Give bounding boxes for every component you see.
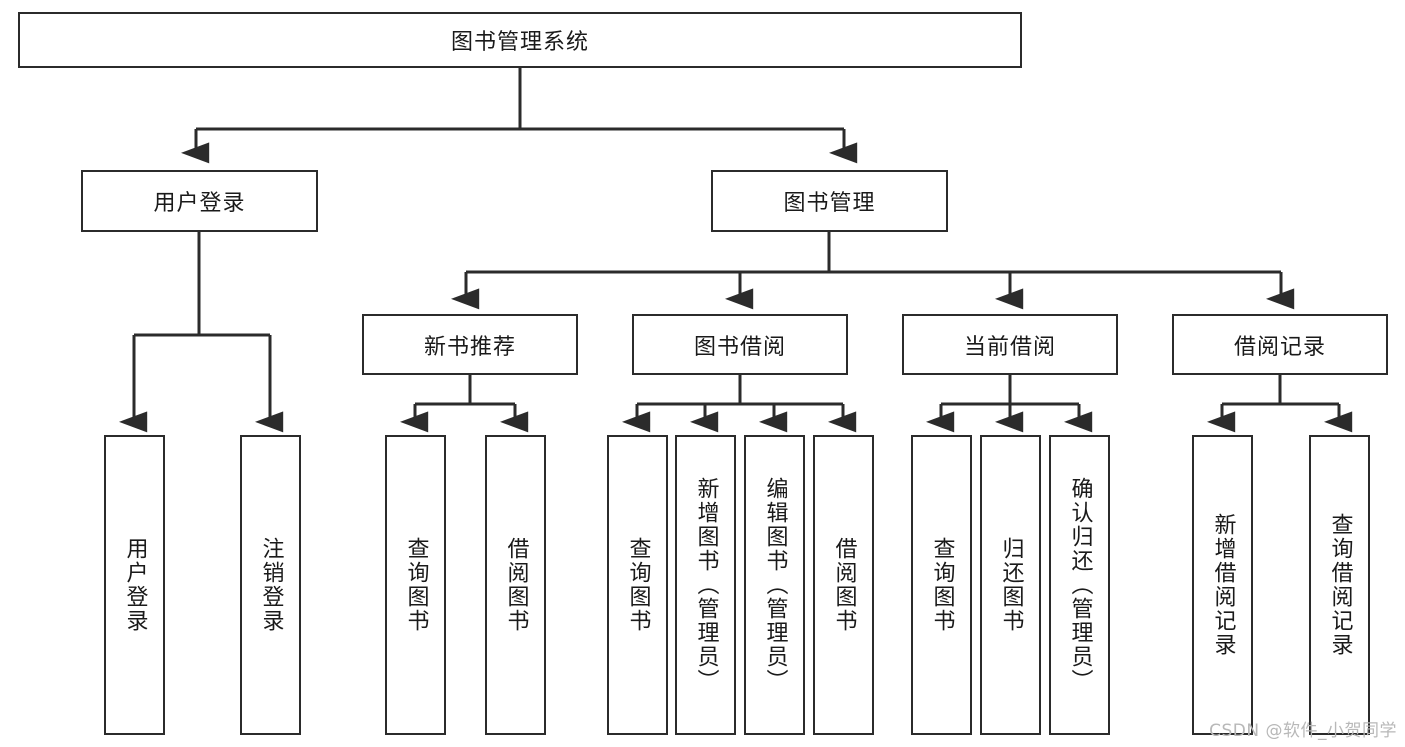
leaf-edit-book-admin-label: 编辑图书（管理员） <box>762 477 788 693</box>
leaf-add-book-admin-label: 新增图书（管理员） <box>693 477 719 693</box>
leaf-confirm-return-admin-label: 确认归还（管理员） <box>1067 477 1093 693</box>
node-root-label: 图书管理系统 <box>450 30 589 55</box>
leaf-borrow-book-recommend[interactable]: 借阅图书 <box>485 435 546 735</box>
leaf-borrow-book-label: 借阅图书 <box>831 537 857 633</box>
leaf-query-book-recommend[interactable]: 查询图书 <box>385 435 446 735</box>
node-new-book-recommend[interactable]: 新书推荐 <box>362 314 578 375</box>
leaf-user-login[interactable]: 用户登录 <box>104 435 165 735</box>
leaf-logout[interactable]: 注销登录 <box>240 435 301 735</box>
node-user-login[interactable]: 用户登录 <box>81 170 318 232</box>
node-book-management[interactable]: 图书管理 <box>711 170 948 232</box>
leaf-borrow-book-recommend-label: 借阅图书 <box>503 537 529 633</box>
node-book-borrow[interactable]: 图书借阅 <box>632 314 848 375</box>
leaf-query-book-borrow-label: 查询图书 <box>625 537 651 633</box>
leaf-query-borrow-record[interactable]: 查询借阅记录 <box>1309 435 1370 735</box>
leaf-confirm-return-admin[interactable]: 确认归还（管理员） <box>1049 435 1110 735</box>
leaf-edit-book-admin[interactable]: 编辑图书（管理员） <box>744 435 805 735</box>
node-borrow-record-label: 借阅记录 <box>1233 334 1326 360</box>
leaf-query-borrow-record-label: 查询借阅记录 <box>1327 513 1353 657</box>
leaf-query-book-recommend-label: 查询图书 <box>403 537 429 633</box>
node-book-borrow-label: 图书借阅 <box>693 334 786 360</box>
leaf-borrow-book[interactable]: 借阅图书 <box>813 435 874 735</box>
leaf-return-book-label: 归还图书 <box>998 537 1024 633</box>
csdn-watermark: CSDN @软件_小贺同学 <box>1209 721 1397 741</box>
leaf-user-login-label: 用户登录 <box>122 537 148 633</box>
leaf-query-book-borrow[interactable]: 查询图书 <box>607 435 668 735</box>
leaf-query-book-current-label: 查询图书 <box>929 537 955 633</box>
leaf-add-borrow-record-label: 新增借阅记录 <box>1210 513 1236 657</box>
node-current-borrow[interactable]: 当前借阅 <box>902 314 1118 375</box>
leaf-add-book-admin[interactable]: 新增图书（管理员） <box>675 435 736 735</box>
node-current-borrow-label: 当前借阅 <box>963 334 1056 360</box>
leaf-add-borrow-record[interactable]: 新增借阅记录 <box>1192 435 1253 735</box>
node-borrow-record[interactable]: 借阅记录 <box>1172 314 1388 375</box>
node-new-book-recommend-label: 新书推荐 <box>423 334 516 360</box>
leaf-return-book[interactable]: 归还图书 <box>980 435 1041 735</box>
node-user-login-label: 用户登录 <box>153 191 246 216</box>
node-book-management-label: 图书管理 <box>783 191 876 216</box>
leaf-logout-label: 注销登录 <box>258 537 284 633</box>
leaf-query-book-current[interactable]: 查询图书 <box>911 435 972 735</box>
node-root[interactable]: 图书管理系统 <box>18 12 1022 68</box>
